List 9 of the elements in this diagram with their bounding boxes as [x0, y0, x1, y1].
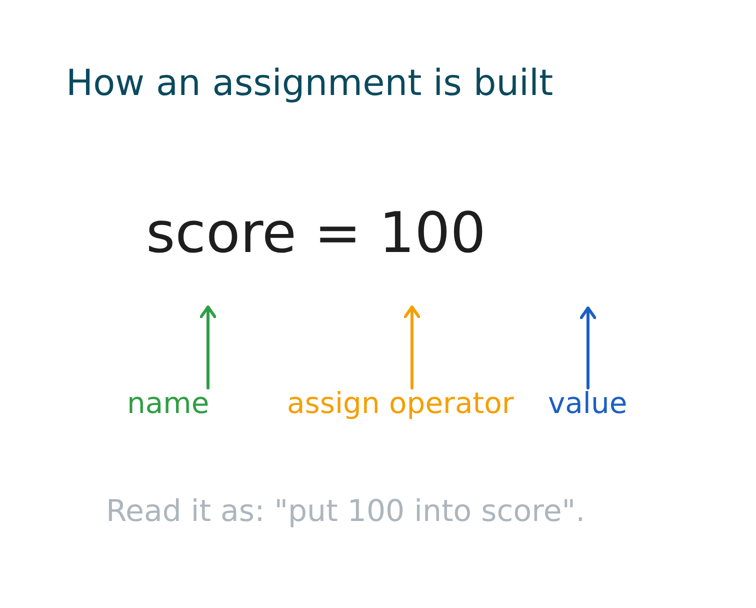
- arrow: [404, 306, 420, 390]
- code-statement: score = 100: [146, 200, 486, 268]
- part-label: value: [548, 388, 628, 418]
- arrow: [200, 306, 216, 390]
- arrow: [580, 306, 596, 390]
- part-label: name: [127, 388, 210, 418]
- caption-text: Read it as: "put 100 into score".: [106, 494, 586, 530]
- part-label: assign operator: [287, 388, 514, 418]
- diagram-title: How an assignment is built: [66, 62, 554, 106]
